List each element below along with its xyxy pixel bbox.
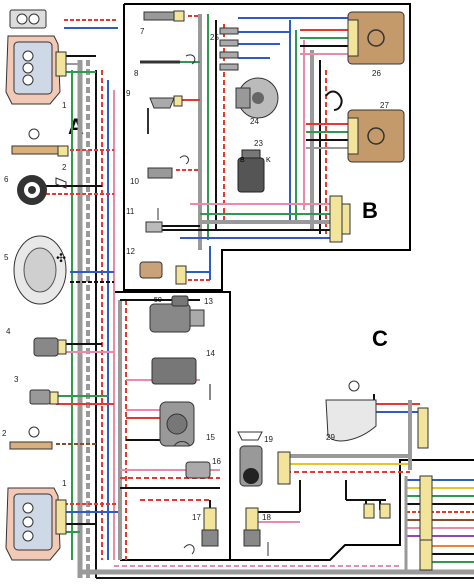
temp-sensor-icon <box>145 208 163 233</box>
sensor-8-icon <box>140 54 196 65</box>
label-7: 7 <box>140 27 145 36</box>
label-16: 16 <box>212 457 221 466</box>
label-14: 14 <box>206 349 215 358</box>
label-13: 13 <box>204 297 213 306</box>
terminal-k: K <box>266 157 271 164</box>
label-17: 17 <box>192 513 201 522</box>
svg-text:✣: ✣ <box>56 251 66 265</box>
label-2: 2 <box>62 163 67 172</box>
label-29: 29 <box>326 433 335 442</box>
horn-icon <box>11 128 69 157</box>
oil-pressure-sensor-icon <box>147 95 183 134</box>
label-1b: 1 <box>62 479 67 488</box>
wiper-motor-icon <box>237 431 291 487</box>
ignition-coil-icon <box>237 149 265 193</box>
terminal-b: B <box>240 157 245 164</box>
label-15: 15 <box>206 433 215 442</box>
headlamp-top-icon <box>5 9 67 105</box>
washer-reservoir-icon <box>325 380 429 449</box>
label-9: 9 <box>126 89 131 98</box>
relay-26-icon <box>347 11 405 65</box>
sensor-18-icon <box>243 507 269 556</box>
label-11: 11 <box>126 207 135 216</box>
distributor-icon <box>235 77 279 119</box>
label-27: 27 <box>380 101 389 110</box>
sensor-12-icon <box>139 261 187 285</box>
label-2b: 2 <box>2 429 7 438</box>
generator-icon <box>159 401 195 447</box>
label-26: 26 <box>372 69 381 78</box>
regulator-icon <box>151 357 211 400</box>
frame-c-left <box>114 291 231 560</box>
sensor-4-icon <box>33 337 67 357</box>
section-label-b: B <box>362 198 378 223</box>
connector-b-icon <box>329 195 351 243</box>
section-frames <box>114 3 474 561</box>
label-8: 8 <box>134 69 139 78</box>
fan-motor-icon: ✣ <box>13 235 67 305</box>
component-numbers: 1 2 6 5 4 3 2 1 7 8 9 10 11 12 25 24 23 … <box>2 27 389 522</box>
connector-c-icon <box>363 475 433 571</box>
harness-a <box>46 19 474 579</box>
label-18: 18 <box>262 513 271 522</box>
washer-motor-icon <box>173 441 211 479</box>
sensor-7-icon <box>143 10 185 22</box>
horn-2-icon <box>9 426 53 450</box>
headlamp-bottom-icon <box>5 487 67 561</box>
section-label-c: C <box>372 326 388 351</box>
label-24: 24 <box>250 117 259 126</box>
label-5: 5 <box>4 253 9 262</box>
sensor-17-icon <box>183 507 219 555</box>
terminal-50: 50 <box>154 297 162 304</box>
starter-icon <box>149 295 205 333</box>
label-19: 19 <box>264 435 273 444</box>
label-10: 10 <box>130 177 139 186</box>
frame-c-bottom <box>120 459 474 561</box>
sensor-3-icon <box>29 389 59 405</box>
spark-plugs-icon <box>219 27 239 71</box>
label-1: 1 <box>62 101 67 110</box>
sound-signal-icon <box>17 175 67 205</box>
label-4: 4 <box>6 327 11 336</box>
relay-27-icon <box>347 109 405 163</box>
frame-b <box>123 3 411 291</box>
label-6: 6 <box>4 175 9 184</box>
oil-level-sensor-icon <box>147 155 189 179</box>
label-23: 23 <box>254 139 263 148</box>
label-25: 25 <box>210 33 219 42</box>
label-12: 12 <box>126 247 135 256</box>
label-3: 3 <box>14 375 19 384</box>
